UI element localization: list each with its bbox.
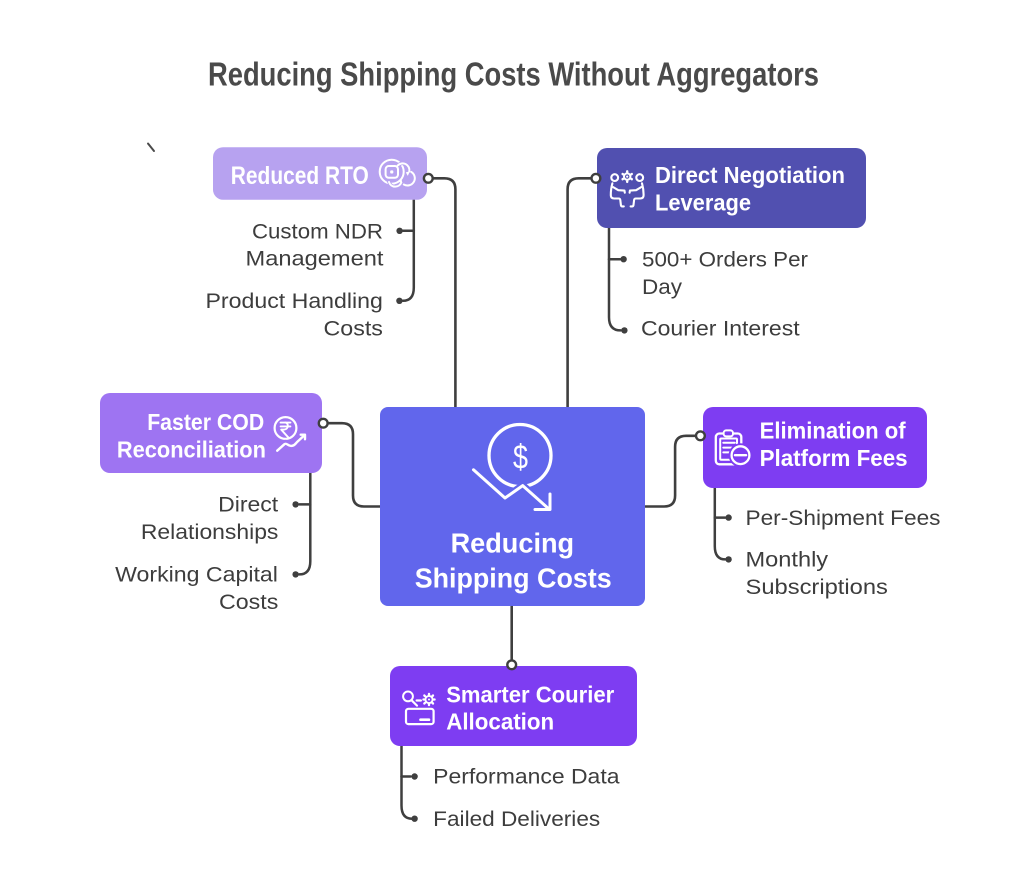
svg-text:Elimination of: Elimination of <box>760 418 906 444</box>
svg-text:Allocation: Allocation <box>446 708 554 734</box>
svg-text:Custom NDR: Custom NDR <box>252 220 383 243</box>
svg-text:Smarter Courier: Smarter Courier <box>446 682 614 708</box>
svg-text:Leverage: Leverage <box>655 190 751 216</box>
svg-text:$: $ <box>513 439 528 477</box>
svg-text:Monthly: Monthly <box>746 549 829 572</box>
svg-text:Reducing: Reducing <box>451 528 574 559</box>
svg-text:Direct Negotiation: Direct Negotiation <box>655 162 845 188</box>
svg-text:Faster COD: Faster COD <box>147 409 264 435</box>
svg-text:Courier Interest: Courier Interest <box>641 318 800 341</box>
svg-text:Performance Data: Performance Data <box>433 766 620 789</box>
svg-text:Reconciliation: Reconciliation <box>117 437 266 463</box>
svg-text:Relationships: Relationships <box>141 521 279 544</box>
svg-text:Platform Fees: Platform Fees <box>760 445 908 471</box>
svg-text:Reducing Shipping Costs Withou: Reducing Shipping Costs Without Aggregat… <box>208 55 819 92</box>
svg-text:Shipping Costs: Shipping Costs <box>415 563 612 594</box>
svg-text:Working Capital: Working Capital <box>115 564 278 587</box>
svg-text:Product Handling: Product Handling <box>206 290 383 313</box>
svg-text:Management: Management <box>246 248 384 271</box>
svg-text:500+ Orders Per: 500+ Orders Per <box>642 249 808 272</box>
svg-text:Subscriptions: Subscriptions <box>746 576 888 599</box>
svg-text:Reduced RTO: Reduced RTO <box>231 162 369 190</box>
svg-text:Per-Shipment Fees: Per-Shipment Fees <box>746 507 941 530</box>
svg-text:Costs: Costs <box>219 591 278 614</box>
svg-text:Failed Deliveries: Failed Deliveries <box>433 808 600 831</box>
svg-text:Costs: Costs <box>324 318 383 341</box>
svg-text:Direct: Direct <box>218 494 278 517</box>
svg-text:Day: Day <box>642 276 683 299</box>
